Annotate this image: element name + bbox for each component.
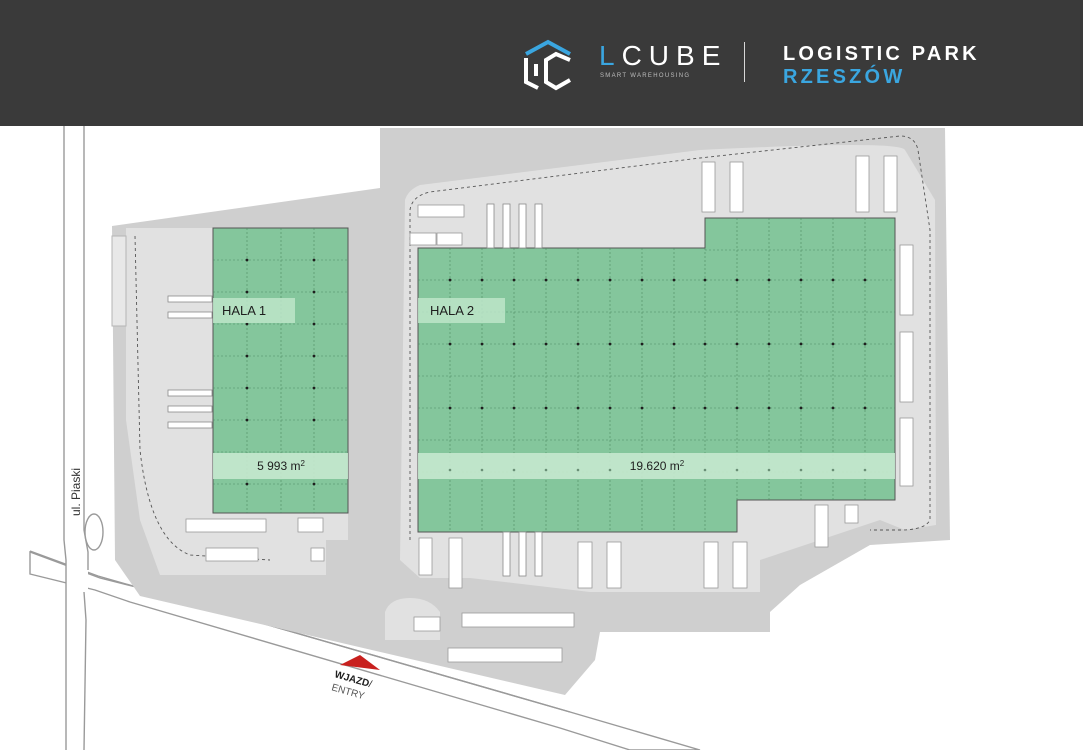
parking-row	[577, 541, 593, 589]
parking-row	[413, 616, 441, 632]
parking-row	[899, 331, 914, 403]
truck	[167, 295, 213, 303]
park-city: RZESZÓW	[783, 66, 906, 88]
parking-row	[844, 504, 859, 524]
roundabout-island	[84, 513, 104, 551]
parking-row	[883, 155, 898, 213]
parking-row	[729, 161, 744, 213]
hala-2-columns	[448, 278, 867, 410]
parking-row	[855, 155, 870, 213]
parking-row	[205, 547, 259, 562]
hala-1-area: 5 993 m2	[257, 459, 305, 473]
truck	[167, 311, 213, 319]
parking-row	[703, 541, 719, 589]
hala-2-label-band	[418, 298, 505, 323]
parking-row	[701, 161, 716, 213]
street-label: ul. Piaski	[69, 468, 83, 516]
parking-row	[297, 517, 324, 533]
hala-1-area-band	[213, 453, 348, 479]
park-title: LOGISTIC PARK	[783, 43, 980, 65]
truck	[502, 203, 511, 249]
site-dashed-loop	[134, 135, 931, 561]
parking-row	[814, 504, 829, 548]
parking-row	[899, 417, 914, 487]
brand-name: LCUBE	[599, 40, 727, 72]
hala-2: HALA 2 19.620 m2	[417, 217, 896, 533]
truck	[518, 531, 527, 577]
parking-row	[461, 612, 575, 628]
street-edge-right	[83, 126, 89, 570]
header-bar: LCUBE SMART WAREHOUSING LOGISTIC PARK RZ…	[0, 0, 1083, 126]
entry-arrow-icon	[340, 655, 380, 670]
truck	[502, 531, 511, 577]
parking-row	[899, 244, 914, 316]
parking-row	[417, 204, 465, 218]
parking-row	[732, 541, 748, 589]
trucks	[167, 203, 543, 577]
street-edge-right-lower	[83, 591, 87, 750]
truck	[167, 421, 213, 429]
hala-2-area: 19.620 m2	[630, 459, 685, 473]
road-edge-top	[29, 550, 571, 713]
truck	[486, 203, 495, 249]
parking-row	[447, 647, 563, 663]
parking-row	[436, 232, 463, 246]
strip-left	[111, 235, 127, 327]
hala-1-columns	[245, 258, 316, 486]
hala-2-building	[417, 217, 896, 533]
hala-2-label: HALA 2	[430, 303, 474, 318]
parking-row	[418, 537, 433, 576]
parking-row	[606, 541, 622, 589]
truck	[518, 203, 527, 249]
hala-2-area-band-columns	[448, 468, 867, 472]
hala-1: HALA 1 5 993 m2	[212, 227, 349, 514]
roads	[29, 126, 701, 750]
parking-row	[448, 537, 463, 589]
parking-row	[185, 518, 267, 533]
hala-1-label: HALA 1	[222, 303, 266, 318]
street-edge-left	[63, 126, 67, 750]
brand-prefix: L	[599, 40, 622, 71]
hala-1-label-band	[213, 298, 295, 323]
parking-row	[409, 232, 437, 246]
lcube-logo-icon	[524, 39, 571, 91]
parking-row	[310, 547, 325, 562]
truck	[167, 405, 213, 413]
truck	[534, 203, 543, 249]
street-piaski	[64, 126, 88, 750]
header-divider	[744, 42, 745, 82]
truck	[167, 389, 213, 397]
lot-gap	[360, 545, 385, 640]
site-plan-map: HALA 1 5 993 m2 HALA 2 19.620 m2	[29, 126, 950, 750]
brand-rest: CUBE	[621, 40, 728, 71]
hala-2-area-band	[418, 453, 895, 479]
parking-stalls	[185, 155, 914, 663]
truck	[534, 531, 543, 577]
brand-tagline: SMART WAREHOUSING	[600, 73, 691, 79]
